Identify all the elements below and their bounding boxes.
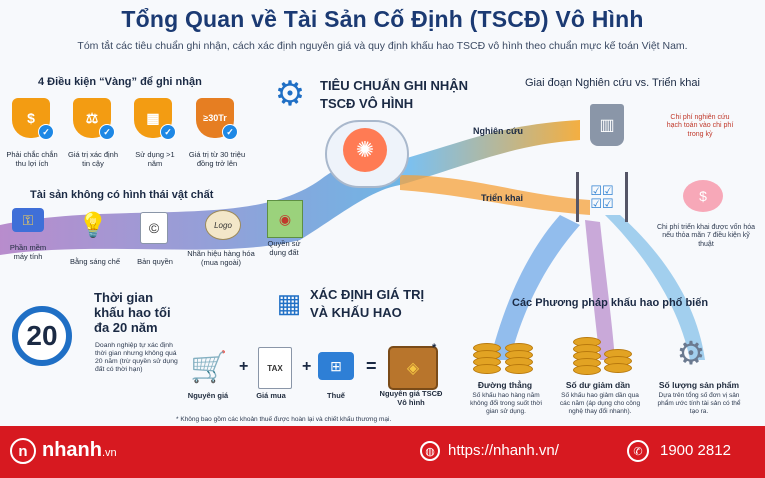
- coin-stack-flat-icon-2: [505, 343, 533, 374]
- check-icon: ✓: [99, 124, 115, 140]
- condition-label-4: Giá trị từ 30 triệu đồng trở lên: [188, 150, 246, 168]
- plus-sign-1: +: [239, 358, 249, 375]
- lightbulb-icon: 💡: [78, 211, 108, 239]
- intangible-heading: Tài sản không có hình thái vật chất: [30, 189, 214, 201]
- methods-heading: Các Phương pháp khấu hao phổ biến: [512, 297, 709, 309]
- website-link[interactable]: https://nhanh.vn/: [448, 442, 559, 459]
- calculator-clock-icon: ▦: [276, 287, 302, 318]
- intangible-label-1: Phần mềm máy tính: [9, 243, 47, 261]
- threshold-icon: ≥30Tr✓: [196, 98, 238, 140]
- method-desc-2: Số khấu hao giảm dần qua các năm (áp dụn…: [559, 392, 641, 415]
- development-note: Chi phí triển khai được vốn hóa nếu thỏa…: [657, 224, 755, 248]
- globe-icon: ◍: [420, 441, 440, 461]
- money-bag-icon: $✓: [12, 98, 54, 140]
- formula-label-2: Giá mua: [256, 391, 286, 400]
- condition-card-2: ⚖✓: [73, 98, 115, 140]
- check-icon: ✓: [38, 124, 54, 140]
- formula-label-3: Thuế: [327, 391, 345, 400]
- method-desc-3: Dựa trên tổng số đơn vị sản phẩm ước tín…: [657, 392, 741, 415]
- intangible-label-5: Quyền sử dụng đất: [267, 239, 301, 257]
- software-key-icon: ⚿: [12, 208, 44, 232]
- page-title: Tổng Quan về Tài Sản Cố Định (TSCĐ) Vô H…: [121, 6, 644, 32]
- formula-label-4: Nguyên giá TSCĐ Vô hình: [379, 389, 443, 407]
- research-label: Nghiên cứu: [473, 126, 524, 136]
- coin-stack-flat-icon: [473, 343, 501, 374]
- condition-card-3: ▦✓: [134, 98, 176, 140]
- asterisk: *: [432, 342, 437, 354]
- coin-stack-declining-icon-2: [604, 349, 632, 373]
- land-map-icon: ◉: [267, 200, 303, 238]
- check-icon: ✓: [222, 124, 238, 140]
- plus-sign-2: +: [302, 358, 312, 375]
- trademark-tag-icon: Logo: [205, 210, 241, 240]
- intangible-label-2: Bằng sáng chế: [69, 257, 121, 266]
- page-subtitle: Tóm tắt các tiêu chuẩn ghi nhận, cách xá…: [77, 40, 688, 52]
- calendar-icon: ▦✓: [134, 98, 176, 140]
- treasure-chest-icon: ◈: [388, 346, 438, 390]
- development-label: Triển khai: [481, 193, 524, 203]
- footer-bar: n nhanh.vn ◍ https://nhanh.vn/ ✆ 1900 28…: [0, 426, 765, 478]
- equals-sign: =: [366, 356, 377, 376]
- check-icon: ✓: [160, 124, 176, 140]
- clock-20-icon: 20: [12, 306, 72, 366]
- phone-number[interactable]: 1900 2812: [660, 442, 731, 459]
- shopping-cart-icon: 🛒: [190, 350, 228, 384]
- tax-document-icon: TAX: [258, 347, 292, 389]
- gears-icon: ⚙: [274, 75, 306, 113]
- research-note: Chi phí nghiên cứu hạch toán vào chi phí…: [666, 114, 734, 138]
- condition-label-2: Giá trị xác định tin cậy: [67, 150, 119, 168]
- method-name-1: Đường thẳng: [477, 380, 533, 390]
- nhanh-logo-icon: n: [10, 438, 36, 464]
- condition-card-1: $✓: [12, 98, 54, 140]
- piggy-bank-icon: $: [683, 180, 723, 212]
- trash-icon: ▥: [590, 104, 624, 146]
- machine-icon: ⚙: [676, 335, 706, 371]
- toolbox-icon: ⊞: [318, 352, 354, 380]
- valuation-heading-2: VÀ KHẤU HAO: [310, 305, 402, 320]
- valuation-heading-1: XÁC ĐỊNH GIÁ TRỊ: [310, 287, 425, 302]
- condition-card-4: ≥30Tr✓: [196, 98, 238, 140]
- formula-label-1: Nguyên giá: [187, 391, 229, 400]
- standard-heading-2: TSCĐ VÔ HÌNH: [320, 96, 414, 111]
- phone-icon: ✆: [627, 440, 649, 462]
- period-heading: Thời gian khấu hao tối đa 20 năm: [94, 290, 171, 335]
- intangible-label-3: Bản quyền: [137, 257, 173, 266]
- method-name-3: Số lượng sản phẩm: [658, 380, 740, 390]
- checklist-icon: ☑☑☑☑: [576, 172, 628, 222]
- scale-icon: ⚖✓: [73, 98, 115, 140]
- method-desc-1: Số khấu hao hàng năm không đổi trong suố…: [470, 392, 542, 415]
- coin-stack-declining-icon: [573, 337, 601, 375]
- period-note: Doanh nghiệp tự xác định thời gian nhưng…: [95, 342, 178, 374]
- standard-heading-1: TIÊU CHUẨN GHI NHẬN: [320, 78, 469, 93]
- conditions-heading: 4 Điều kiện “Vàng” để ghi nhận: [38, 76, 202, 88]
- method-name-2: Số dư giảm dần: [565, 380, 631, 390]
- brand-logo[interactable]: nhanh.vn: [42, 439, 117, 461]
- valuation-footnote: * Không bao gồm các khoản thuế được hoàn…: [176, 416, 392, 423]
- copyright-icon: ©: [140, 212, 168, 244]
- brain-icon: ✺: [343, 128, 387, 172]
- condition-label-3: Sử dụng >1 năm: [135, 150, 175, 168]
- condition-label-1: Phải chắc chắn thu lợi ích: [6, 150, 58, 168]
- intangible-label-4: Nhãn hiệu hàng hóa (mua ngoài): [187, 249, 255, 267]
- research-heading: Giai đoạn Nghiên cứu vs. Triển khai: [525, 77, 700, 89]
